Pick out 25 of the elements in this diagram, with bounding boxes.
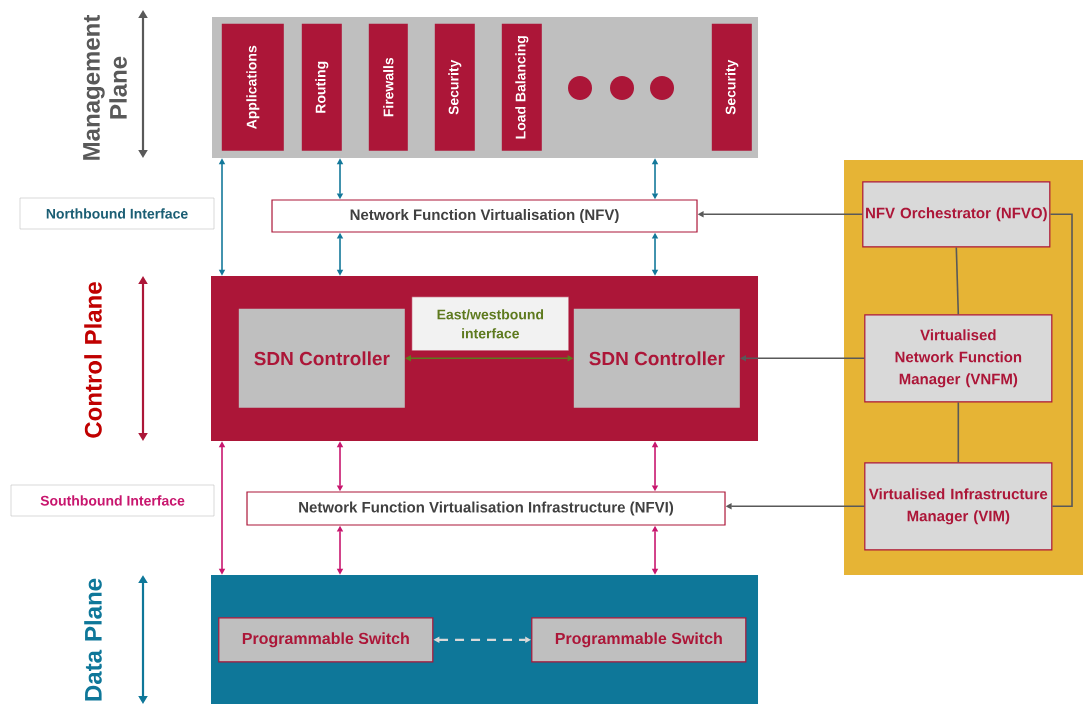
connector-line bbox=[955, 246, 960, 315]
arrow bbox=[740, 355, 865, 362]
switch-box: Programmable Switch bbox=[531, 617, 747, 663]
interface-box: Network Function Virtualisation Infrastructure (NFVI) bbox=[246, 491, 726, 526]
function-box: Routing bbox=[301, 23, 342, 151]
function-box: Firewalls bbox=[368, 23, 408, 151]
plane-label: Data Plane bbox=[84, 578, 102, 701]
controller-box: SDN Controller bbox=[238, 308, 405, 408]
function-box: Security bbox=[434, 23, 475, 151]
function-box: Applications bbox=[221, 23, 284, 151]
interface-label-box: Northbound Interface bbox=[19, 197, 215, 230]
function-box: Load Balancing bbox=[501, 23, 542, 151]
interface-box: East/westbound interface bbox=[411, 296, 570, 352]
interface-label-box: Southbound Interface bbox=[10, 484, 215, 517]
function-box: Security bbox=[711, 23, 752, 151]
controller-box: SDN Controller bbox=[573, 308, 740, 408]
interface-box: Network Function Virtualisation (NFV) bbox=[271, 199, 698, 233]
manager-box: NFV Orchestrator (NFVO) bbox=[862, 181, 1051, 248]
connector-line bbox=[957, 401, 960, 463]
plane-label: Control Plane bbox=[84, 282, 102, 438]
plane-label: Management Plane bbox=[83, 14, 127, 160]
switch-box: Programmable Switch bbox=[218, 617, 434, 663]
connector-line bbox=[1049, 213, 1073, 508]
manager-box: Virtualised Network Function Manager (VNFM) bbox=[864, 314, 1053, 403]
manager-box: Virtualised Infrastructure Manager (VIM) bbox=[864, 462, 1053, 551]
